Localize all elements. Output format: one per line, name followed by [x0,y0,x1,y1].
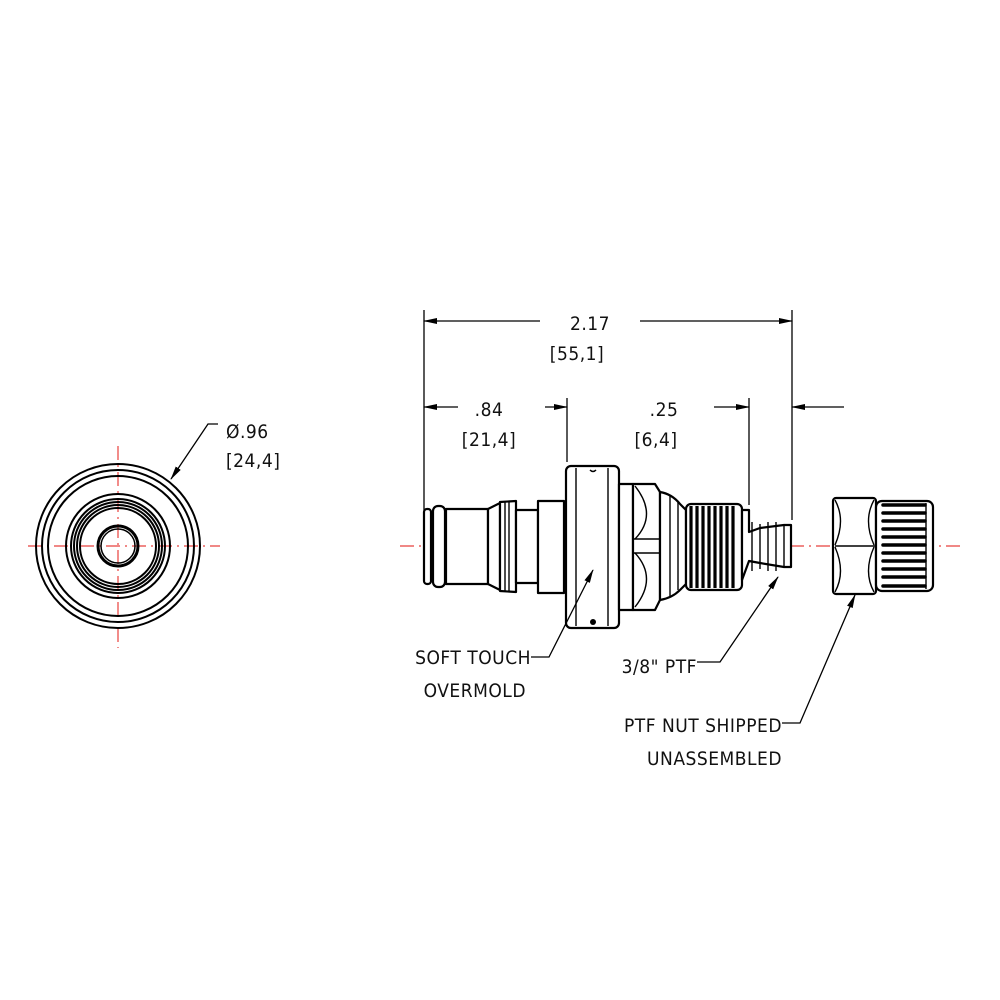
nut-callout-line1: PTF NUT SHIPPED [624,715,782,737]
body-length-metric-label: [21,4] [462,429,516,451]
diameter-metric-label: [24,4] [226,450,280,472]
ptf-nut [831,496,935,596]
body-length-label: .84 [475,399,504,421]
overall-length-label: 2.17 [570,313,610,335]
overmold-callout-line1: SOFT TOUCH [415,647,531,669]
callout-leaders [531,569,856,724]
barb-length-metric-label: [6,4] [634,429,677,451]
dimension-lines [423,310,844,520]
overall-length-metric-label: [55,1] [550,343,604,365]
quick-disconnect-fitting [422,464,793,630]
overmold-leader [531,569,594,658]
thread-leader [697,576,779,663]
thread-callout: 3/8" PTF [622,656,697,678]
barb-length-label: .25 [650,399,679,421]
end-view [28,423,220,648]
diameter-label: Ø.96 [226,421,269,443]
overmold-callout-line2: OVERMOLD [424,680,526,702]
nut-callout-line2: UNASSEMBLED [647,748,782,770]
nut-leader [782,594,856,724]
diameter-leader [170,423,218,480]
